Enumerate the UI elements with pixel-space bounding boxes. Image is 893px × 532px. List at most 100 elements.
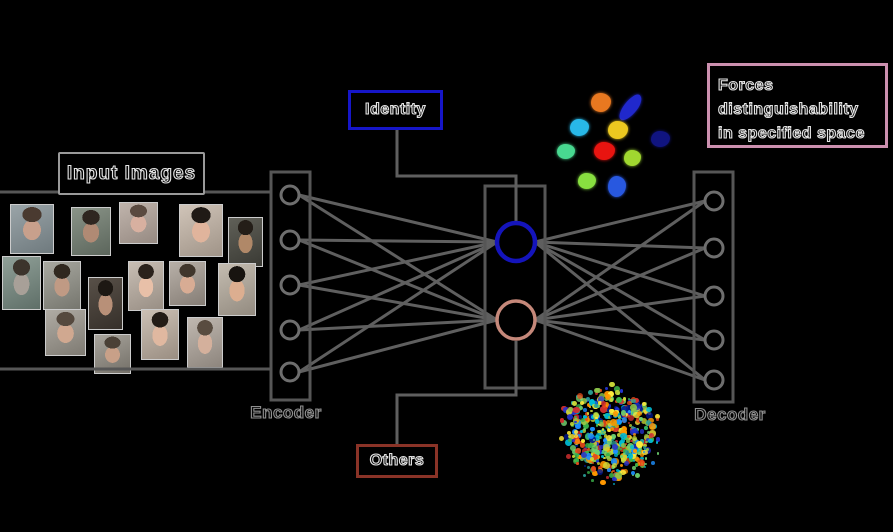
noise-speckle: [588, 406, 592, 409]
wire: [534, 240, 706, 342]
noise-speckle: [655, 437, 661, 442]
noise-speckle: [576, 433, 581, 438]
noise-speckle: [604, 401, 610, 407]
noise-speckle: [586, 465, 591, 469]
noise-speckle: [582, 427, 587, 431]
noise-speckle: [607, 404, 612, 408]
face-thumbnail: [94, 334, 131, 374]
noise-speckle: [609, 381, 615, 388]
noise-speckle: [580, 438, 585, 443]
decoder-box: [692, 170, 735, 404]
noise-speckle: [599, 389, 603, 392]
noise-speckle: [645, 411, 653, 419]
noise-speckle: [631, 466, 636, 471]
noise-speckle: [631, 398, 636, 404]
noise-speckle: [633, 397, 640, 404]
noise-speckle: [600, 454, 604, 459]
noise-speckle: [647, 417, 654, 424]
noise-speckle: [574, 420, 577, 424]
wire: [534, 318, 706, 382]
forces-distinguishability-text: Forces distinguishability in specified s…: [717, 76, 865, 142]
face-thumbnail: [10, 204, 54, 254]
noise-speckle: [573, 406, 580, 414]
noise-speckle: [590, 453, 594, 456]
noise-speckle: [627, 401, 632, 406]
noise-speckle: [589, 456, 594, 461]
others-space-noise-blob: [554, 377, 666, 489]
noise-speckle: [583, 473, 586, 477]
noise-speckle: [627, 453, 633, 459]
noise-speckle: [588, 432, 595, 439]
wire: [298, 240, 498, 287]
noise-speckle: [584, 412, 589, 417]
face-thumbnail: [128, 261, 164, 311]
noise-speckle: [576, 436, 580, 440]
noise-speckle: [611, 434, 616, 440]
noise-speckle: [583, 415, 587, 419]
noise-speckle: [627, 434, 631, 439]
noise-speckle: [639, 416, 644, 421]
noise-speckle: [637, 458, 644, 466]
noise-speckle: [591, 479, 594, 482]
noise-speckle: [602, 428, 605, 431]
noise-speckle: [620, 410, 627, 416]
noise-speckle: [608, 445, 612, 449]
noise-speckle: [592, 470, 599, 477]
face-thumbnail: [71, 207, 111, 256]
noise-speckle: [568, 407, 574, 412]
noise-speckle: [635, 417, 642, 423]
noise-speckle: [605, 387, 609, 390]
noise-speckle: [584, 418, 588, 421]
noise-speckle: [612, 469, 615, 473]
identity-connector: [395, 130, 518, 222]
noise-speckle: [598, 392, 606, 399]
noise-speckle: [615, 440, 619, 444]
noise-speckle: [579, 457, 585, 462]
noise-speckle: [635, 472, 641, 478]
noise-speckle: [616, 468, 620, 472]
noise-speckle: [578, 405, 583, 410]
noise-speckle: [592, 438, 596, 442]
noise-speckle: [596, 403, 601, 408]
noise-speckle: [571, 448, 579, 456]
wire: [534, 294, 706, 322]
face-thumbnail: [2, 256, 41, 310]
wire: [534, 240, 706, 250]
noise-speckle: [645, 447, 649, 451]
wire: [534, 246, 706, 322]
noise-speckle: [615, 446, 620, 451]
noise-speckle: [614, 407, 620, 412]
noise-speckle: [567, 430, 572, 435]
wire: [298, 193, 498, 244]
noise-speckle: [642, 450, 645, 453]
noise-speckle: [642, 445, 646, 449]
encoder-box: [269, 170, 312, 402]
wire: [298, 240, 498, 374]
noise-speckle: [603, 462, 610, 469]
noise-speckle: [559, 436, 565, 442]
noise-speckle: [627, 448, 633, 453]
noise-speckle: [643, 448, 647, 451]
noise-speckle: [642, 405, 648, 410]
noise-speckle: [580, 398, 587, 405]
decoder-node: [703, 329, 725, 351]
noise-speckle: [606, 456, 610, 460]
noise-speckle: [649, 423, 656, 431]
noise-speckle: [599, 422, 605, 428]
noise-speckle: [634, 463, 638, 467]
noise-speckle: [603, 434, 608, 438]
noise-speckle: [620, 448, 623, 451]
noise-speckle: [573, 417, 579, 424]
noise-speckle: [603, 456, 606, 459]
noise-speckle: [612, 425, 619, 433]
noise-speckle: [610, 418, 617, 426]
noise-speckle: [620, 438, 626, 443]
others-label-box: Others: [356, 444, 438, 478]
wire: [298, 238, 498, 322]
noise-speckle: [577, 455, 582, 460]
noise-speckle: [594, 435, 601, 442]
noise-speckle: [596, 460, 599, 463]
noise-speckle: [643, 443, 647, 447]
noise-speckle: [598, 419, 604, 425]
noise-speckle: [655, 413, 661, 419]
